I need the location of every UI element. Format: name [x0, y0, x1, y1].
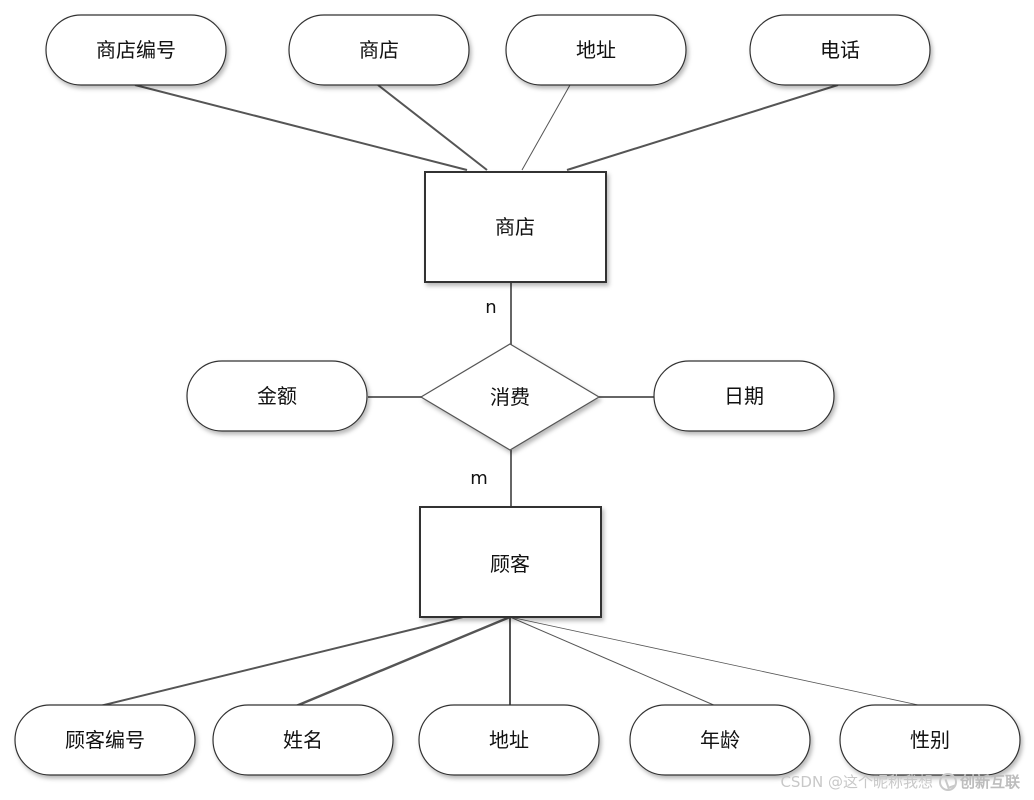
- entity-customer: 顾客: [419, 506, 602, 618]
- store-attribute-connectors: [134, 84, 839, 171]
- attribute-customer-address: 地址: [418, 704, 600, 776]
- attribute-date: 日期: [653, 360, 835, 432]
- relationship-label: 消费: [490, 385, 530, 409]
- attribute-label: 商店: [359, 38, 399, 62]
- logo-icon: [938, 772, 957, 791]
- attribute-customer-name: 姓名: [212, 704, 394, 776]
- store-attributes: 商店编号 商店 地址 电话: [45, 14, 931, 86]
- attribute-store-phone: 电话: [749, 14, 931, 86]
- relationship-connectors: [368, 283, 655, 508]
- entity-customer-label: 顾客: [490, 552, 530, 576]
- connector-customer-name: [295, 615, 511, 708]
- entity-store: 商店: [424, 171, 607, 283]
- connector-customer-gender: [509, 616, 924, 707]
- connector-store-name: [377, 84, 488, 171]
- attribute-customer-age: 年龄: [629, 704, 811, 776]
- customer-attributes: 顾客编号 姓名 地址 年龄 性别: [14, 704, 1021, 776]
- attribute-store-name: 商店: [288, 14, 470, 86]
- cardinality-store-label: n: [485, 297, 496, 318]
- connector-store-phone: [566, 84, 839, 171]
- watermark-text: CSDN @这个昵称我想: [780, 773, 933, 791]
- attribute-label: 金额: [257, 384, 297, 408]
- attribute-label: 地址: [489, 728, 529, 752]
- attribute-label: 姓名: [283, 728, 323, 752]
- entity-store-label: 商店: [495, 215, 535, 239]
- customer-attribute-connectors: [99, 615, 924, 708]
- attribute-customer-id: 顾客编号: [14, 704, 196, 776]
- cardinality-customer-label: m: [470, 468, 488, 489]
- attribute-label: 顾客编号: [65, 728, 145, 752]
- watermark: CSDN @这个昵称我想 创新互联: [780, 771, 1020, 792]
- attribute-amount: 金额: [186, 360, 368, 432]
- relationship-consume: 消费: [419, 343, 601, 451]
- connector-store-address: [521, 84, 571, 171]
- connector-customer-id: [99, 616, 464, 707]
- watermark-logo-text: 创新互联: [959, 773, 1020, 791]
- attribute-store-id: 商店编号: [45, 14, 227, 86]
- attribute-label: 性别: [910, 728, 950, 752]
- attribute-label: 年龄: [700, 728, 740, 752]
- attribute-label: 电话: [820, 38, 860, 62]
- attribute-store-address: 地址: [505, 14, 687, 86]
- attribute-customer-gender: 性别: [839, 704, 1021, 776]
- attribute-label: 地址: [576, 38, 616, 62]
- attribute-label: 日期: [724, 384, 764, 408]
- watermark-logo: 创新互联: [938, 771, 1020, 792]
- connector-store-id: [134, 84, 468, 171]
- connector-customer-age: [509, 616, 717, 707]
- attribute-label: 商店编号: [96, 38, 176, 62]
